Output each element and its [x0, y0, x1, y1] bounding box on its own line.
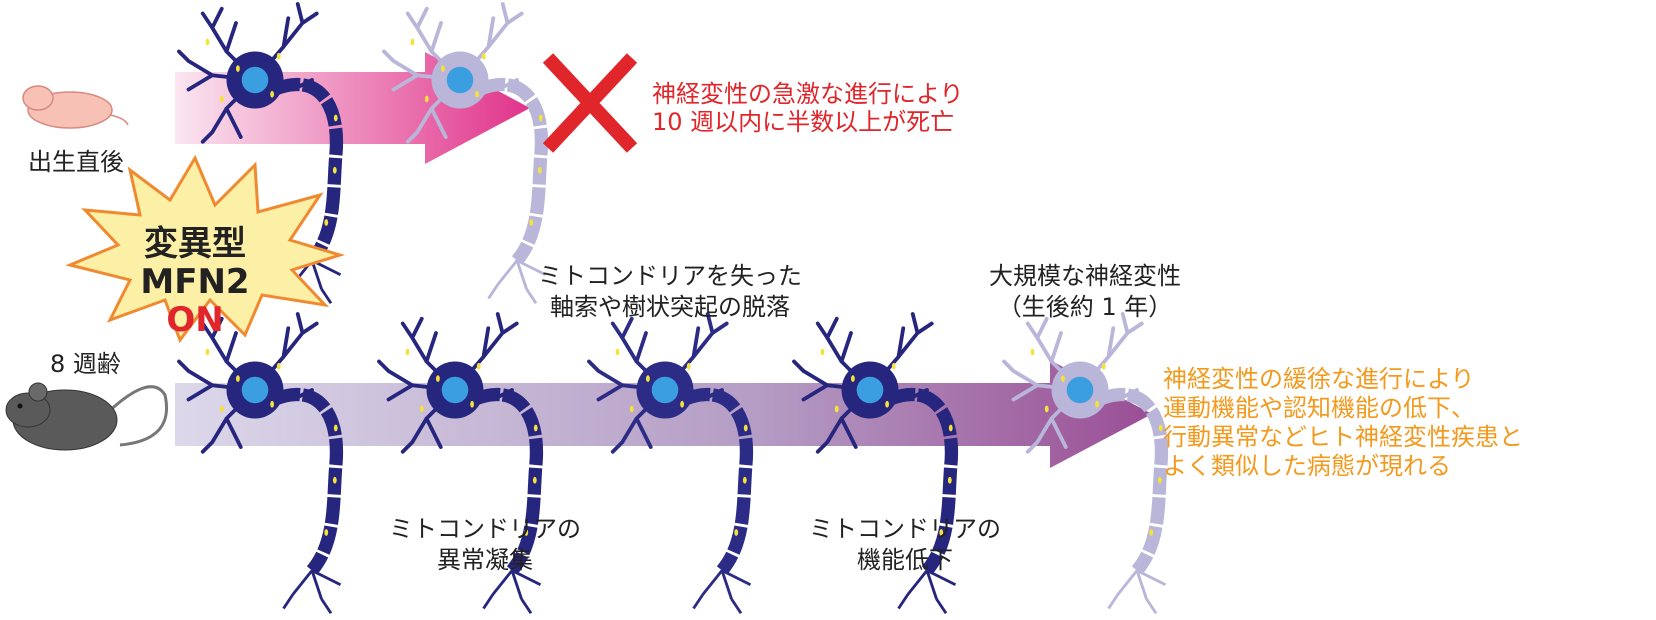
stage-dysfunction-line2: 機能低下: [857, 546, 953, 574]
mutant-mfn2-on-badge: 変異型 MFN2 ON: [110, 225, 280, 339]
newborn-mouse-icon: [22, 85, 129, 129]
stage-loss-line2: 軸索や樹状突起の脱落: [550, 293, 790, 321]
top-outcome-line2: 10 週以内に半数以上が死亡: [652, 108, 955, 136]
bottom-outcome-line3: 行動異常などヒト神経変性疾患と: [1163, 423, 1523, 451]
badge-mutant-label: 変異型: [144, 224, 246, 264]
bottom-outcome-line4: よく類似した病態が現れる: [1163, 452, 1451, 480]
stage-massive-line1: 大規模な神経変性: [989, 262, 1181, 290]
newborn-age-label: 出生直後: [28, 148, 124, 176]
bottom-outcome-line1: 神経変性の緩徐な進行により: [1163, 365, 1475, 393]
top-outcome-line1: 神経変性の急激な進行により: [652, 80, 964, 108]
stage-massive-line2: （生後約 1 年）: [997, 293, 1173, 321]
mutant-on-starburst: [65, 154, 346, 344]
stage-loss-line1: ミトコンドリアを失った: [538, 262, 802, 290]
badge-on-label: ON: [166, 300, 224, 340]
neuron-healthy-icon: [179, 314, 341, 613]
bottom-outcome-line2: 運動機能や認知機能の低下、: [1163, 394, 1475, 422]
stage-aggregation-line2: 異常凝集: [437, 546, 533, 574]
badge-gene-label: MFN2: [140, 262, 250, 302]
neuron-branch-loss-icon: [589, 314, 751, 613]
adult-age-label: 8 週齢: [50, 350, 121, 378]
stage-aggregation-line1: ミトコンドリアの: [389, 515, 581, 543]
adult-mouse-icon: [5, 382, 168, 451]
neuron-degenerated-icon: [384, 4, 546, 303]
death-cross-icon: [542, 53, 638, 153]
stage-dysfunction-line1: ミトコンドリアの: [809, 515, 1001, 543]
